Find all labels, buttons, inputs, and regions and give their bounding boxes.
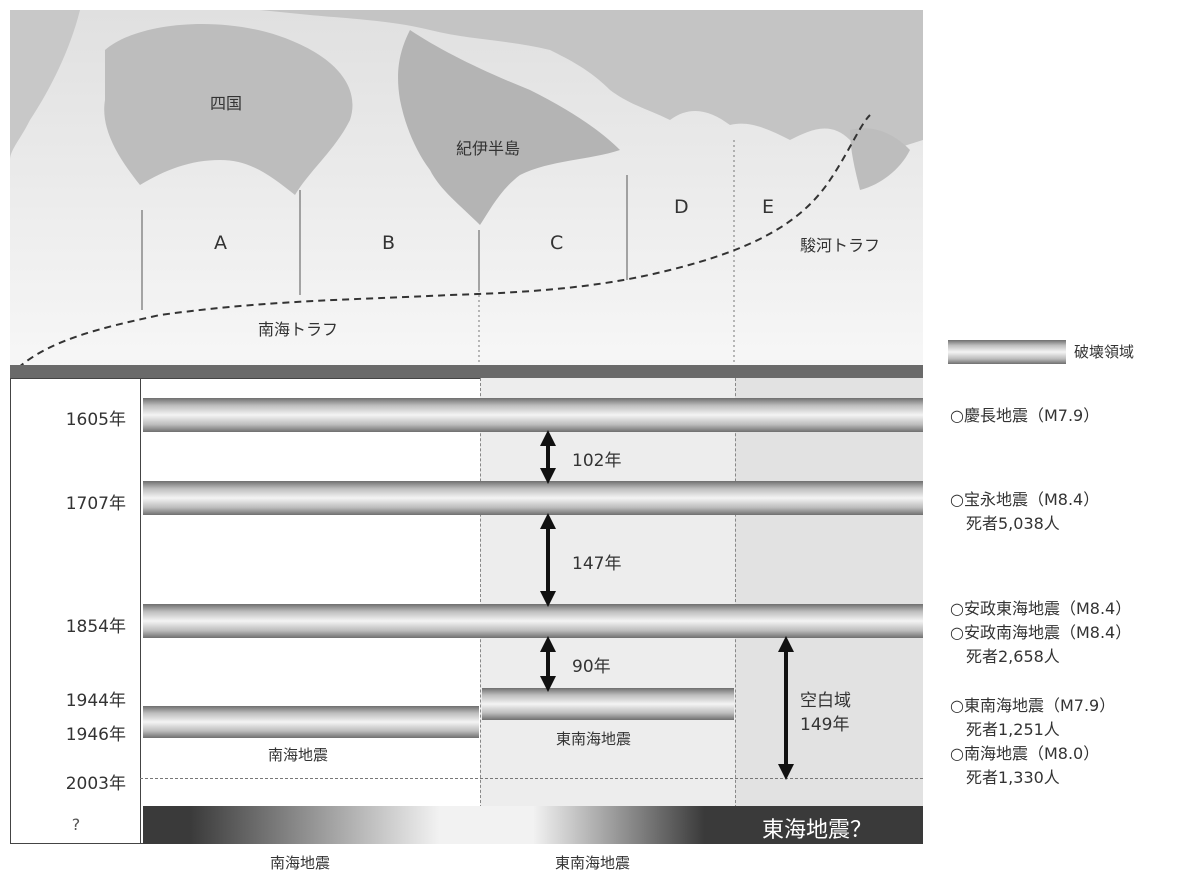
shikoku-landmass <box>104 23 353 196</box>
interval-102-label: 102年 <box>572 451 622 471</box>
nankai-trough-label: 南海トラフ <box>258 320 339 339</box>
eq-keicho: ○慶長地震（M7.9） <box>950 404 1099 428</box>
zone-a-label: A <box>214 232 227 254</box>
eq-showa: ○東南海地震（M7.9） 死者1,251人 ○南海地震（M8.0） 死者1,33… <box>950 694 1115 790</box>
year-future: ? <box>71 815 81 834</box>
eq-showa-line3: ○南海地震（M8.0） <box>950 744 1100 763</box>
eq-ansei: ○安政東海地震（M8.4） ○安政南海地震（M8.4） 死者2,658人 <box>950 597 1131 669</box>
kii-peninsula <box>398 30 620 225</box>
eq-hoei-line1: ○宝永地震（M8.4） <box>950 490 1100 509</box>
eq-ansei-line1: ○安政東海地震（M8.4） <box>950 599 1132 618</box>
year-1946: 1946年 <box>65 725 126 745</box>
zone-e-label: E <box>762 196 775 218</box>
zone-e-line <box>735 378 736 808</box>
rupture-bar-1944 <box>482 688 734 720</box>
izu-peninsula <box>850 128 910 190</box>
rupture-bar-1854 <box>143 604 923 638</box>
trough-line <box>17 114 871 369</box>
future-nankai-label: 南海地震 <box>270 854 331 872</box>
eq-ansei-line2: ○安政南海地震（M8.4） <box>950 623 1132 642</box>
year-1707: 1707年 <box>65 494 126 514</box>
suruga-trough-label: 駿河トラフ <box>800 236 881 255</box>
future-tokai-label: 東海地震？ <box>762 818 873 843</box>
kii-label: 紀伊半島 <box>456 139 521 158</box>
year-1605: 1605年 <box>65 410 126 430</box>
year-column-divider <box>140 378 141 844</box>
eq-keicho-line: ○慶長地震（M7.9） <box>950 406 1100 425</box>
eq-ansei-line3: 死者2,658人 <box>950 647 1060 666</box>
shikoku-label: 四国 <box>210 94 243 113</box>
zone-b-label: B <box>382 232 396 254</box>
interval-90-label: 90年 <box>572 657 611 677</box>
future-tokai-bar <box>143 806 923 844</box>
year-1944: 1944年 <box>65 691 126 711</box>
gap-label-line2: 149年 <box>800 715 850 735</box>
zone-c-line <box>480 378 481 808</box>
tonankai-inline-label: 東南海地震 <box>556 730 632 748</box>
year-2003: 2003年 <box>65 774 126 794</box>
interval-147-label: 147年 <box>572 554 622 574</box>
eq-showa-line1: ○東南海地震（M7.9） <box>950 696 1116 715</box>
zone-c-label: C <box>550 232 564 254</box>
map-separator-bar <box>10 365 923 379</box>
gap-label-line1: 空白域 <box>800 691 851 711</box>
map-svg <box>10 10 923 370</box>
future-tonankai-label: 東南海地震 <box>555 854 631 872</box>
rupture-bar-1605 <box>143 398 923 432</box>
legend-rupture-label: 破壊領域 <box>1074 343 1135 361</box>
zone-d-label: D <box>674 196 689 218</box>
map-panel: 四国 紀伊半島 A B C D E 南海トラフ 駿河トラフ <box>10 10 923 370</box>
nankai-inline-label: 南海地震 <box>268 746 329 764</box>
year-1854: 1854年 <box>65 617 126 637</box>
eq-showa-line2: 死者1,251人 <box>950 720 1060 739</box>
zone-e-shade <box>735 378 923 808</box>
year-2003-line <box>140 778 923 779</box>
legend-rupture-swatch <box>948 340 1066 364</box>
eq-hoei-line2: 死者5,038人 <box>950 514 1060 533</box>
eq-hoei: ○宝永地震（M8.4） 死者5,038人 <box>950 488 1099 536</box>
rupture-bar-1946 <box>143 706 479 738</box>
zone-cd-shade <box>480 378 735 808</box>
kyushu-landmass <box>10 10 80 160</box>
eq-showa-line4: 死者1,330人 <box>950 768 1060 787</box>
honshu-landmass <box>260 10 923 152</box>
rupture-bar-1707 <box>143 481 923 515</box>
